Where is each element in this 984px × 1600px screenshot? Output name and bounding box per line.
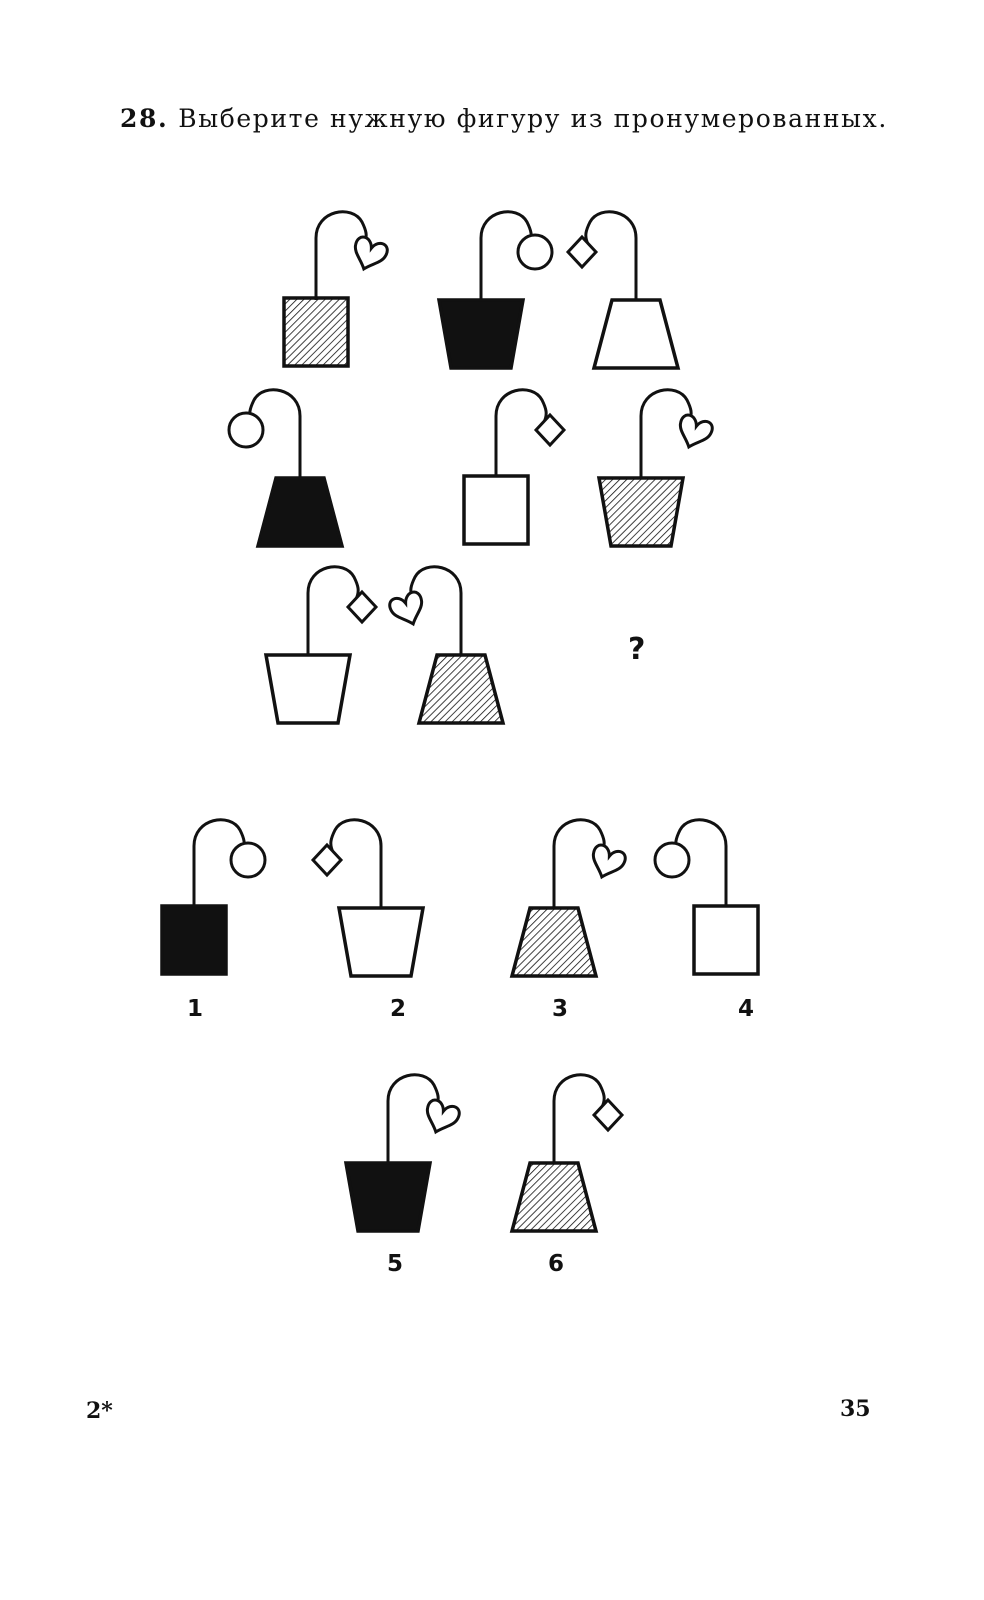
option-figure-4[interactable]	[650, 808, 810, 998]
diamond-icon	[533, 412, 567, 448]
option-label-4: 4	[737, 996, 754, 1022]
stem-line	[552, 818, 606, 908]
matrix-figure-5	[420, 378, 580, 568]
stem-line	[409, 565, 463, 655]
stem-line	[552, 1073, 606, 1163]
stem-line	[386, 1073, 440, 1163]
diamond-icon	[310, 842, 344, 878]
option-label-1: 1	[186, 996, 203, 1022]
heart-icon	[425, 1098, 461, 1135]
square-pot-shape	[692, 904, 760, 976]
trapezoid-pot-shape	[509, 906, 599, 978]
trapezoid-pot-shape	[255, 476, 345, 548]
heart-icon	[678, 413, 714, 450]
circle-icon	[516, 233, 554, 271]
circle-icon	[653, 841, 691, 879]
cup-pot-shape	[436, 298, 526, 370]
matrix-figure-3	[560, 200, 720, 390]
diamond-icon	[591, 1097, 625, 1133]
matrix-figure-7	[232, 555, 392, 745]
diamond-icon	[565, 234, 599, 270]
square-pot-shape	[462, 474, 530, 546]
matrix-figure-4	[224, 378, 384, 568]
heart-icon	[388, 590, 424, 627]
heart-icon	[591, 843, 627, 880]
missing-figure-mark: ?	[628, 632, 646, 667]
cup-pot-shape	[596, 476, 686, 548]
matrix-figure-2	[405, 200, 565, 390]
stem-line	[584, 210, 638, 300]
option-figure-2[interactable]	[305, 808, 465, 998]
question-title: 28. Выберите нужную фигуру из пронумерова…	[120, 104, 888, 133]
page-number: 35	[840, 1396, 871, 1422]
option-label-3: 3	[551, 996, 568, 1022]
heart-icon	[353, 235, 389, 272]
stem-line	[639, 388, 693, 478]
cup-pot-shape	[343, 1161, 433, 1233]
cup-pot-shape	[336, 906, 426, 978]
option-label-2: 2	[389, 996, 406, 1022]
square-pot-shape	[282, 296, 350, 368]
matrix-figure-1	[240, 200, 400, 390]
trapezoid-pot-shape	[509, 1161, 599, 1233]
circle-icon	[229, 841, 267, 879]
stem-line	[306, 565, 360, 655]
trapezoid-pot-shape	[591, 298, 681, 370]
square-pot-shape	[160, 904, 228, 976]
option-figure-1[interactable]	[118, 808, 278, 998]
stem-line	[314, 210, 368, 300]
option-figure-6[interactable]	[478, 1063, 638, 1253]
option-label-5: 5	[386, 1251, 403, 1277]
matrix-figure-8	[385, 555, 545, 745]
circle-icon	[227, 411, 265, 449]
diamond-icon	[345, 589, 379, 625]
stem-line	[329, 818, 383, 908]
trapezoid-pot-shape	[416, 653, 506, 725]
question-number: 28.	[120, 104, 169, 133]
stem-line	[494, 388, 548, 478]
cup-pot-shape	[263, 653, 353, 725]
matrix-figure-6	[565, 378, 725, 568]
option-figure-3[interactable]	[478, 808, 638, 998]
option-label-6: 6	[547, 1251, 564, 1277]
signature-mark: 2*	[86, 1398, 113, 1424]
question-text: Выберите нужную фигуру из пронумерованны…	[178, 104, 888, 133]
option-figure-5[interactable]	[312, 1063, 472, 1253]
